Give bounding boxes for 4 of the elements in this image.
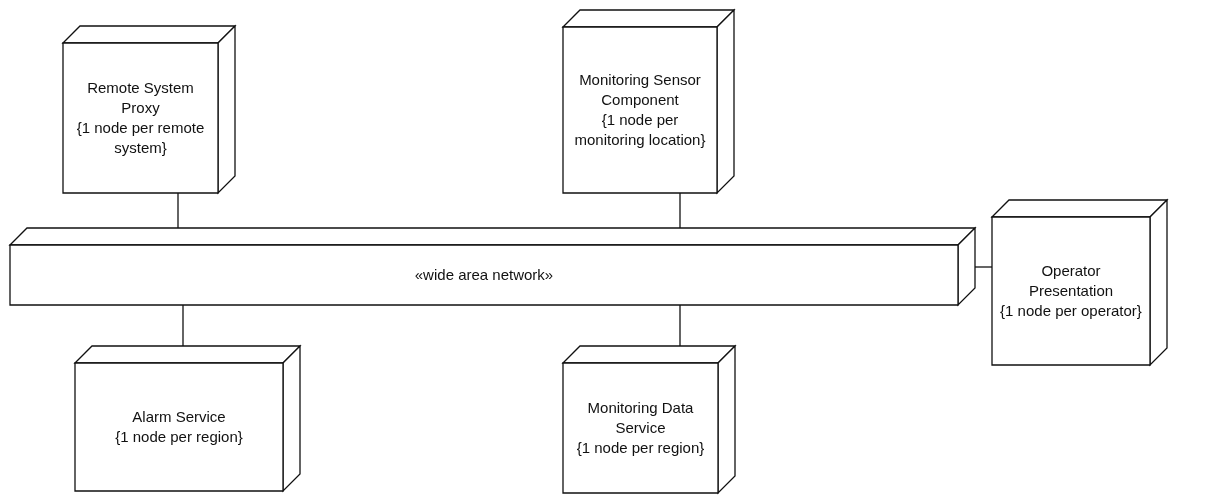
- connector-line: [679, 304, 681, 347]
- connector-line: [679, 192, 681, 229]
- connector-line: [177, 192, 179, 229]
- connector-line: [182, 304, 184, 347]
